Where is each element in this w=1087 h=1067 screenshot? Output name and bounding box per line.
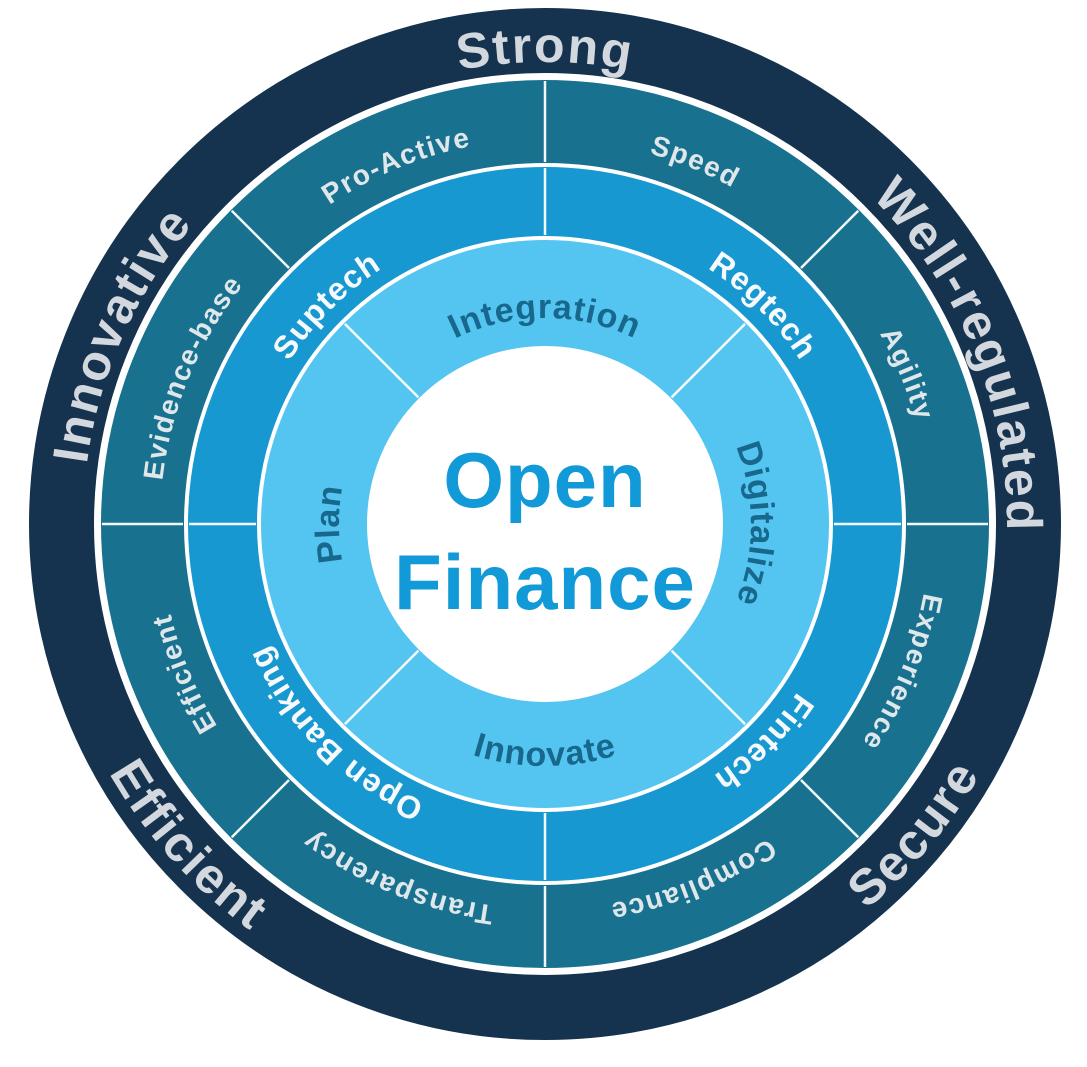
divider-actions-135 [670,649,746,725]
divider-qualities-225 [230,779,290,839]
label-plan: Plan [309,482,350,565]
center-title-line1: Open [443,436,646,524]
label-strong: Strong [452,17,638,81]
center-circle [368,347,722,701]
divider-qualities-45 [800,209,860,269]
divider-actions-315 [344,323,420,399]
dividers-layer [102,81,988,967]
center-title-line2: Finance [394,538,696,626]
divider-qualities-135 [800,779,860,839]
ring-actions [261,240,829,808]
divider-actions-45 [670,323,746,399]
divider-qualities-315 [230,209,290,269]
divider-actions-225 [344,649,420,725]
ring-outer-principles [29,8,1061,1040]
